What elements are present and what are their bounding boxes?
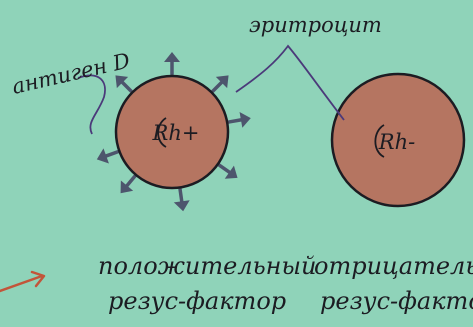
rh-negative-caption-line2: резус-фактор	[320, 287, 473, 315]
right-arrow-icon	[0, 270, 46, 293]
antigen-stem	[211, 80, 224, 93]
antigen-label: антиген D	[10, 48, 133, 98]
antigen-head	[224, 165, 238, 179]
antigen-stem	[178, 187, 184, 204]
antigen-stem	[120, 80, 133, 93]
antigen-stem	[227, 118, 243, 124]
antigen-head	[164, 52, 180, 62]
rh-negative-label: Rh-	[378, 130, 415, 154]
rh-positive-label: Rh+	[152, 121, 200, 145]
antigen-arrow-icon	[211, 75, 229, 93]
rh-negative-bracket	[374, 124, 385, 158]
antigen-head	[173, 200, 190, 212]
antigen-arrow-icon	[217, 163, 238, 179]
antigen-head	[120, 180, 134, 194]
antigen-arrow-icon	[173, 187, 190, 212]
antigen-arrow-icon	[120, 174, 137, 194]
antigen-pointer-line	[77, 74, 106, 135]
rh-positive-cell	[114, 74, 230, 190]
antigen-arrow-icon	[227, 111, 251, 128]
rh-positive-caption-line1: положительный	[98, 252, 317, 280]
antigen-arrow-icon	[96, 148, 120, 164]
rh-positive-bracket	[157, 117, 167, 148]
antigen-stem	[217, 163, 232, 174]
antigen-head	[96, 148, 109, 164]
antigen-head	[215, 75, 229, 89]
rh-negative-caption-line1: отрицательный	[314, 252, 473, 280]
erythrocyte-label: эритроцит	[249, 13, 382, 37]
antigen-arrow-icon	[115, 75, 133, 93]
antigen-stem	[125, 174, 137, 188]
antigen-group	[96, 52, 251, 212]
rh-positive-caption-line2: резус-фактор	[108, 287, 286, 315]
antigen-head	[115, 75, 129, 89]
antigen-arrow-icon	[164, 52, 180, 76]
erythrocyte-pointer-line	[235, 44, 345, 121]
antigen-stem	[104, 150, 120, 158]
antigen-head	[239, 111, 251, 128]
rh-negative-cell	[330, 72, 466, 208]
